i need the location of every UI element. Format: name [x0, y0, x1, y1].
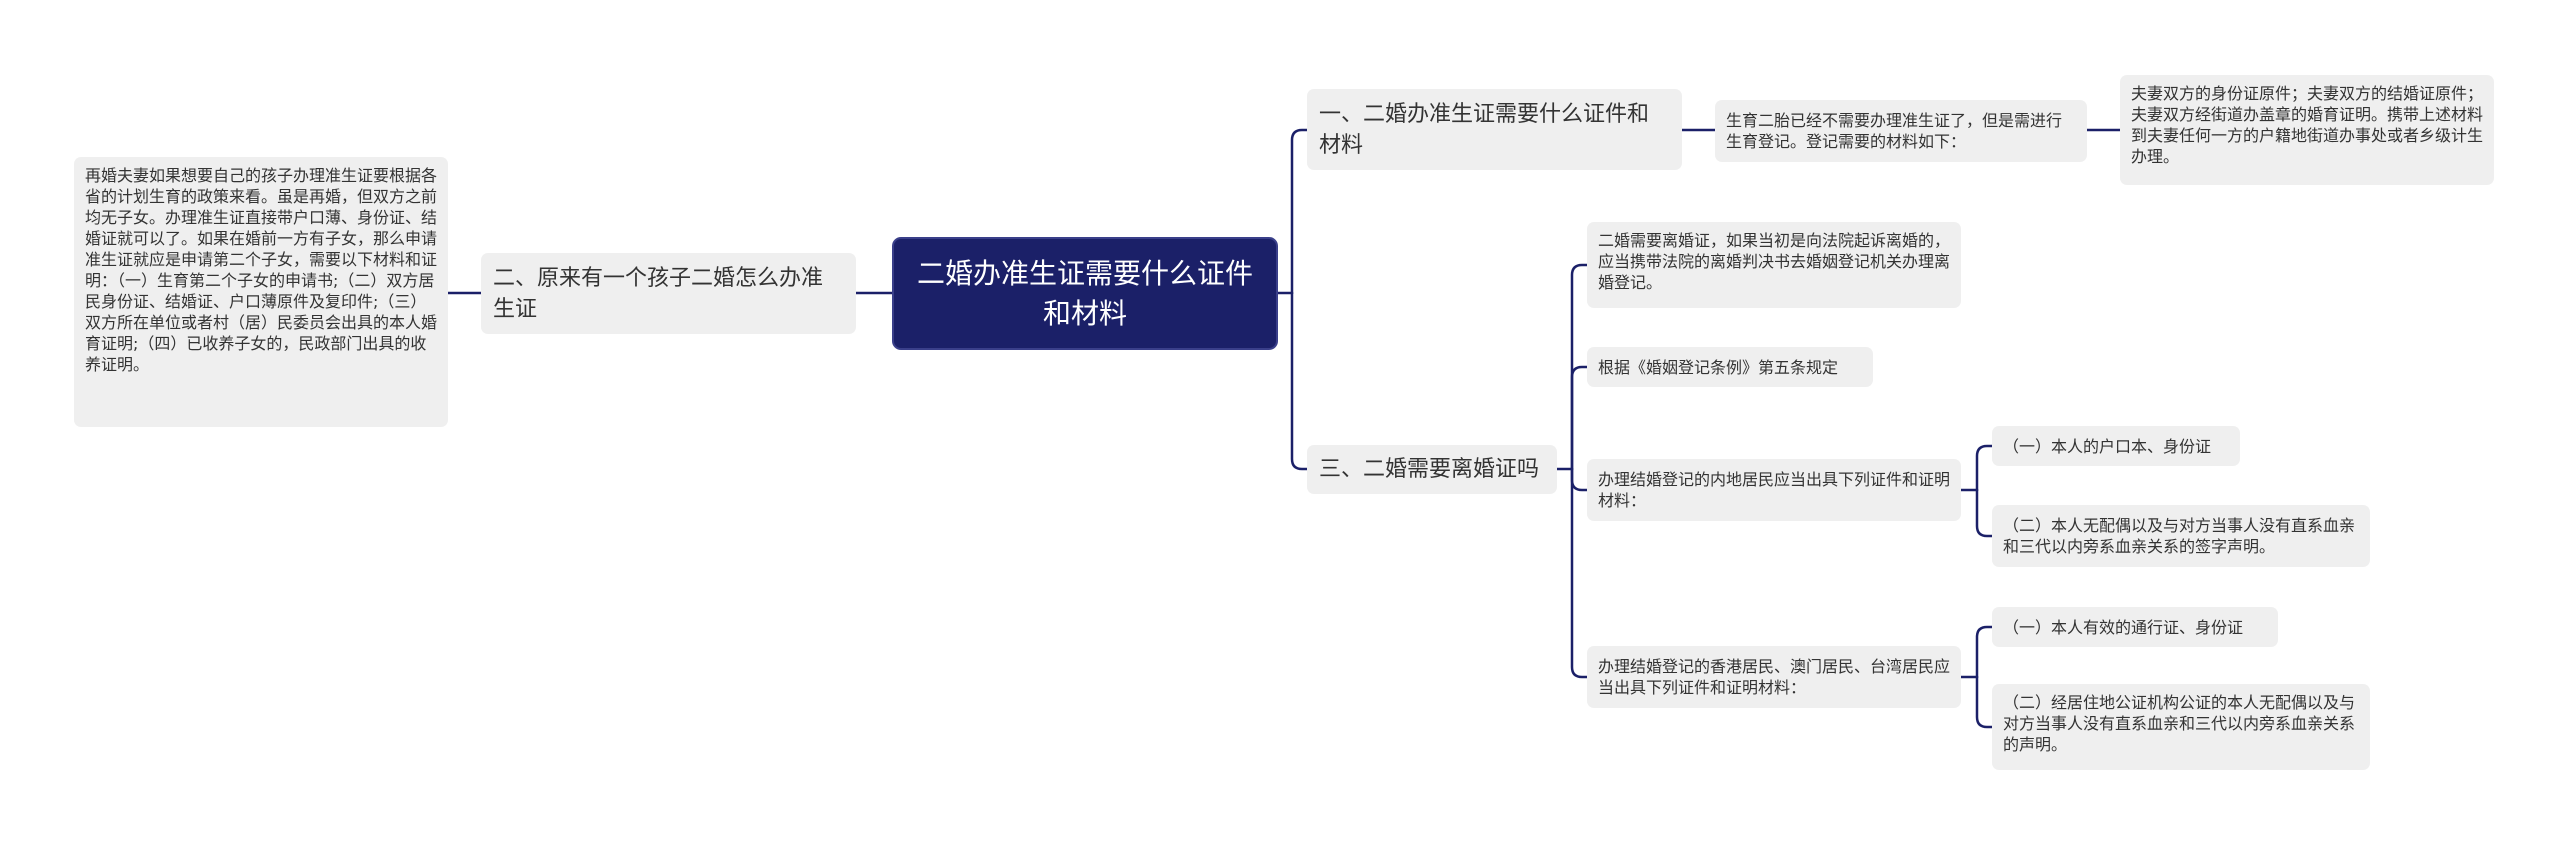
branch-2-detail[interactable]: 再婚夫妻如果想要自己的孩子办理准生证要根据各省的计划生育的政策来看。虽是再婚，但…: [74, 157, 448, 427]
branch-3-subtopic-3[interactable]: 办理结婚登记的内地居民应当出具下列证件和证明材料：: [1587, 459, 1961, 521]
branch-3-subtopic-4[interactable]: 办理结婚登记的香港居民、澳门居民、台湾居民应当出具下列证件和证明材料：: [1587, 646, 1961, 708]
branch-3-sub-3-edge-2: [1975, 488, 1994, 538]
branch-3-subtopic-3-item-2[interactable]: （二）本人无配偶以及与对方当事人没有直系血亲和三代以内旁系血亲关系的签字声明。: [1992, 505, 2370, 567]
root-topic-label: 二婚办准生证需要什么证件和材料: [916, 256, 1253, 330]
branch-3-subtopic-4-item-1-label: （一）本人有效的通行证、身份证: [2003, 617, 2244, 637]
branch-3-subtopic-4-item-1[interactable]: （一）本人有效的通行证、身份证: [1992, 607, 2278, 647]
branch-3-subtopic-4-item-2-label: （二）经居住地公证机构公证的本人无配偶以及与对方当事人没有直系血亲和三代以内旁系…: [2003, 693, 2356, 754]
branch-3-sub-3-edge-1: [1975, 444, 1994, 492]
branch-3-subtopic-1[interactable]: 二婚需要离婚证，如果当初是向法院起诉离婚的，应当携带法院的离婚判决书去婚姻登记机…: [1587, 222, 1961, 308]
branch-3-label: 三、二婚需要离婚证吗: [1319, 457, 1540, 482]
branch-2-detail-label: 再婚夫妻如果想要自己的孩子办理准生证要根据各省的计划生育的政策来看。虽是再婚，但…: [85, 166, 438, 374]
branch-3-topic[interactable]: 三、二婚需要离婚证吗: [1307, 445, 1557, 494]
branch-3-edge-4: [1570, 467, 1589, 679]
branch-3-subtopic-4-item-2[interactable]: （二）经居住地公证机构公证的本人无配偶以及与对方当事人没有直系血亲和三代以内旁系…: [1992, 684, 2370, 770]
branch-1-subtopic-label: 生育二胎已经不需要办理准生证了，但是需进行生育登记。登记需要的材料如下：: [1726, 111, 2063, 151]
branch-3-edge-2: [1570, 365, 1589, 471]
branch-1-topic[interactable]: 一、二婚办准生证需要什么证件和材料: [1307, 89, 1682, 170]
root-right-edge-2: [1290, 291, 1309, 471]
branch-3-sub-4-edge-1: [1975, 625, 1994, 679]
branch-3-subtopic-2[interactable]: 根据《婚姻登记条例》第五条规定: [1587, 347, 1873, 387]
branch-3-subtopic-3-label: 办理结婚登记的内地居民应当出具下列证件和证明材料：: [1598, 470, 1951, 510]
branch-3-subtopic-3-item-2-label: （二）本人无配偶以及与对方当事人没有直系血亲和三代以内旁系血亲关系的签字声明。: [2003, 516, 2356, 556]
branch-3-subtopic-3-item-1-label: （一）本人的户口本、身份证: [2003, 436, 2212, 456]
branch-3-sub-4-edge-2: [1975, 675, 1994, 729]
branch-1-subtopic[interactable]: 生育二胎已经不需要办理准生证了，但是需进行生育登记。登记需要的材料如下：: [1715, 100, 2087, 162]
branch-3-subtopic-4-label: 办理结婚登记的香港居民、澳门居民、台湾居民应当出具下列证件和证明材料：: [1598, 657, 1951, 697]
branch-3-subtopic-1-label: 二婚需要离婚证，如果当初是向法院起诉离婚的，应当携带法院的离婚判决书去婚姻登记机…: [1598, 231, 1951, 292]
root-right-edge-1: [1290, 128, 1309, 295]
branch-3-subtopic-3-item-1[interactable]: （一）本人的户口本、身份证: [1992, 426, 2240, 466]
branch-1-detail-label: 夫妻双方的身份证原件；夫妻双方的结婚证原件；夫妻双方经街道办盖章的婚育证明。携带…: [2131, 84, 2484, 166]
branch-1-label: 一、二婚办准生证需要什么证件和材料: [1319, 101, 1650, 158]
branch-2-topic[interactable]: 二、原来有一个孩子二婚怎么办准生证: [481, 253, 856, 334]
branch-1-detail[interactable]: 夫妻双方的身份证原件；夫妻双方的结婚证原件；夫妻双方经街道办盖章的婚育证明。携带…: [2120, 75, 2494, 185]
root-topic[interactable]: 二婚办准生证需要什么证件和材料: [892, 237, 1278, 350]
branch-3-edge-1: [1570, 263, 1589, 471]
branch-3-subtopic-2-label: 根据《婚姻登记条例》第五条规定: [1598, 357, 1839, 377]
branch-3-edge-3: [1570, 467, 1589, 492]
branch-2-label: 二、原来有一个孩子二婚怎么办准生证: [493, 265, 824, 322]
